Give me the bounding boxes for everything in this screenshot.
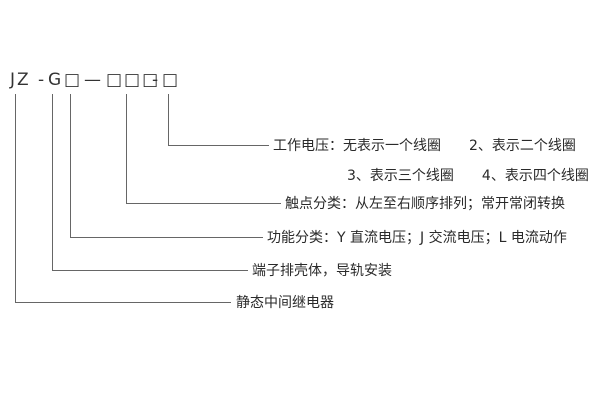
label-housing: 端子排壳体，导轨安装 — [252, 263, 392, 279]
connector-line-contact-class — [126, 94, 281, 204]
model-series: JZ — [10, 70, 31, 90]
connector-line-relay-name — [15, 94, 231, 303]
connector-line-housing — [52, 94, 248, 271]
model-box-voltage: □ — [162, 70, 181, 90]
label-contact-class: 触点分类：从左至右顺序排列；常开常闭转换 — [285, 196, 565, 212]
model-type-letter: G — [48, 70, 64, 90]
model-boxes-contact: □□□ — [106, 70, 161, 90]
connector-line-working-voltage — [168, 94, 269, 146]
label-working-voltage-line2: 3、表示三个线圈 4、表示四个线圈 — [347, 168, 589, 184]
label-function-class: 功能分类：Y 直流电压；J 交流电压；L 电流动作 — [267, 230, 567, 246]
label-working-voltage-line1: 工作电压：无表示一个线圈 2、表示二个线圈 — [273, 138, 576, 154]
label-relay-name: 静态中间继电器 — [236, 295, 334, 311]
model-long-dash: — — [84, 70, 103, 90]
model-box-function: □ — [64, 70, 83, 90]
connector-line-function-class — [70, 94, 263, 238]
model-dash-1: - — [38, 70, 47, 90]
model-dash-2: - — [152, 70, 161, 90]
